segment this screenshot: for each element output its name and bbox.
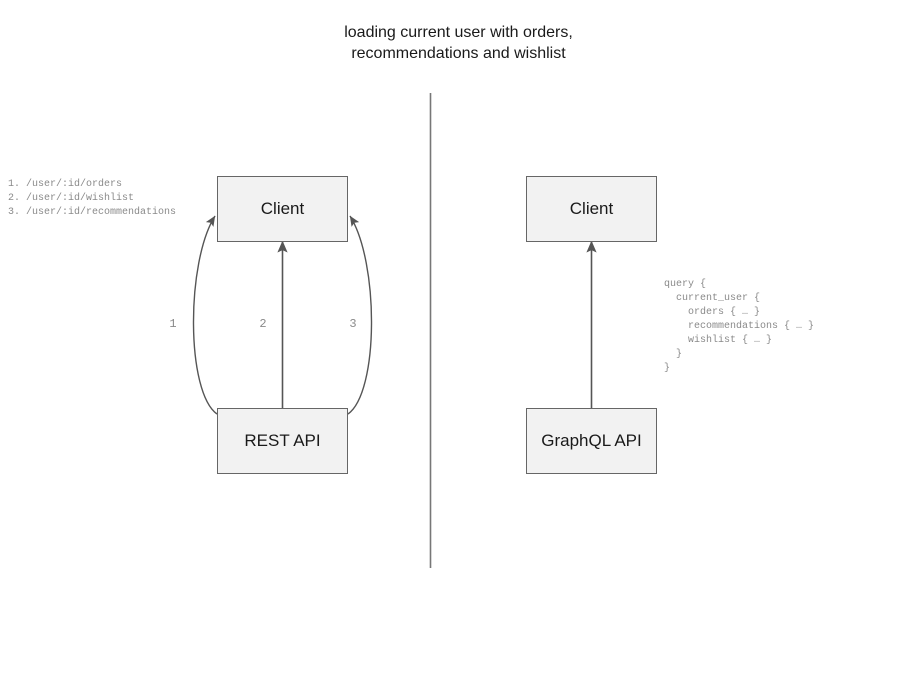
graphql-query-block: query { current_user { orders { … } reco…: [664, 279, 815, 374]
rest-endpoint-list: 1. /user/:id/orders 2. /user/:id/wishlis…: [8, 179, 177, 218]
edge-label-3: 3: [349, 317, 357, 331]
node-graphql-api-label: GraphQL API: [541, 431, 642, 450]
node-client-rest-label: Client: [260, 199, 305, 218]
node-rest-api-label: REST API: [244, 431, 321, 450]
node-client-rest[interactable]: Client: [217, 176, 348, 242]
node-client-graphql-label: Client: [569, 199, 614, 218]
edge-label-1: 1: [169, 317, 177, 331]
node-client-graphql[interactable]: Client: [526, 176, 657, 242]
edge-curve-1: [192, 215, 228, 424]
edge-curve-3: [337, 215, 373, 424]
node-rest-api[interactable]: REST API: [217, 408, 348, 474]
page-title: loading current user with orders, recomm…: [344, 24, 573, 62]
edge-label-2: 2: [259, 317, 267, 331]
node-graphql-api[interactable]: GraphQL API: [526, 408, 657, 474]
